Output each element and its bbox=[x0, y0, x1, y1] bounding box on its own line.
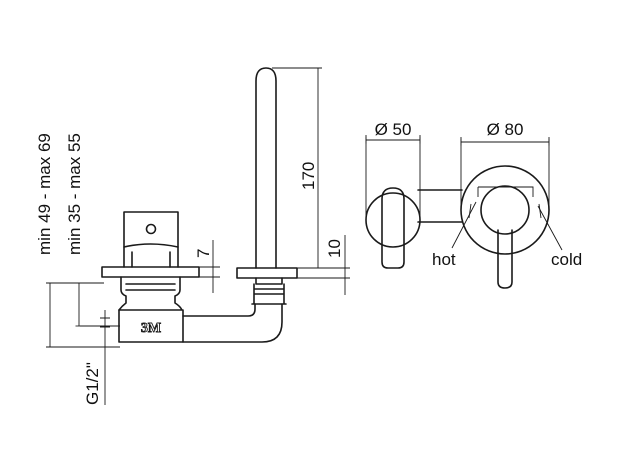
dim-thread: G1/2" bbox=[83, 362, 102, 405]
label-hot: hot bbox=[432, 250, 456, 269]
dim-spout-offset: 10 bbox=[325, 239, 344, 258]
connecting-bar bbox=[417, 189, 463, 223]
front-dimensions: Ø 50 Ø 80 hot cold bbox=[365, 120, 582, 269]
large-plate bbox=[460, 165, 550, 255]
handle-knob bbox=[123, 211, 179, 248]
mixer-wall-plate bbox=[101, 266, 200, 278]
dim-small-diameter: Ø 50 bbox=[375, 120, 412, 139]
spout-wall-plate bbox=[236, 267, 298, 279]
body-marking: 3M bbox=[141, 321, 161, 336]
front-view bbox=[365, 165, 550, 289]
rotation-indicator bbox=[468, 186, 542, 219]
lever-hub bbox=[480, 185, 530, 235]
connection-pipe bbox=[182, 303, 283, 343]
mixer-body bbox=[118, 276, 183, 311]
mixer-lever bbox=[497, 229, 513, 289]
cartridge-body bbox=[123, 246, 179, 268]
side-dimensions: min 49 - max 69 min 35 - max 55 G1/2" 7 … bbox=[35, 67, 350, 405]
spout-front bbox=[381, 187, 405, 269]
spout-fitting bbox=[251, 277, 287, 305]
small-plate bbox=[365, 192, 421, 248]
dim-spout-height: 170 bbox=[299, 162, 318, 190]
dim-range-outer: min 49 - max 69 bbox=[35, 133, 54, 255]
dim-range-inner: min 35 - max 55 bbox=[65, 133, 84, 255]
side-view: 3M bbox=[101, 67, 298, 343]
label-cold: cold bbox=[551, 250, 582, 269]
handle-screw bbox=[145, 223, 157, 235]
dim-large-diameter: Ø 80 bbox=[487, 120, 524, 139]
dim-plate-thickness: 7 bbox=[194, 249, 213, 258]
spout-tube bbox=[255, 67, 277, 269]
